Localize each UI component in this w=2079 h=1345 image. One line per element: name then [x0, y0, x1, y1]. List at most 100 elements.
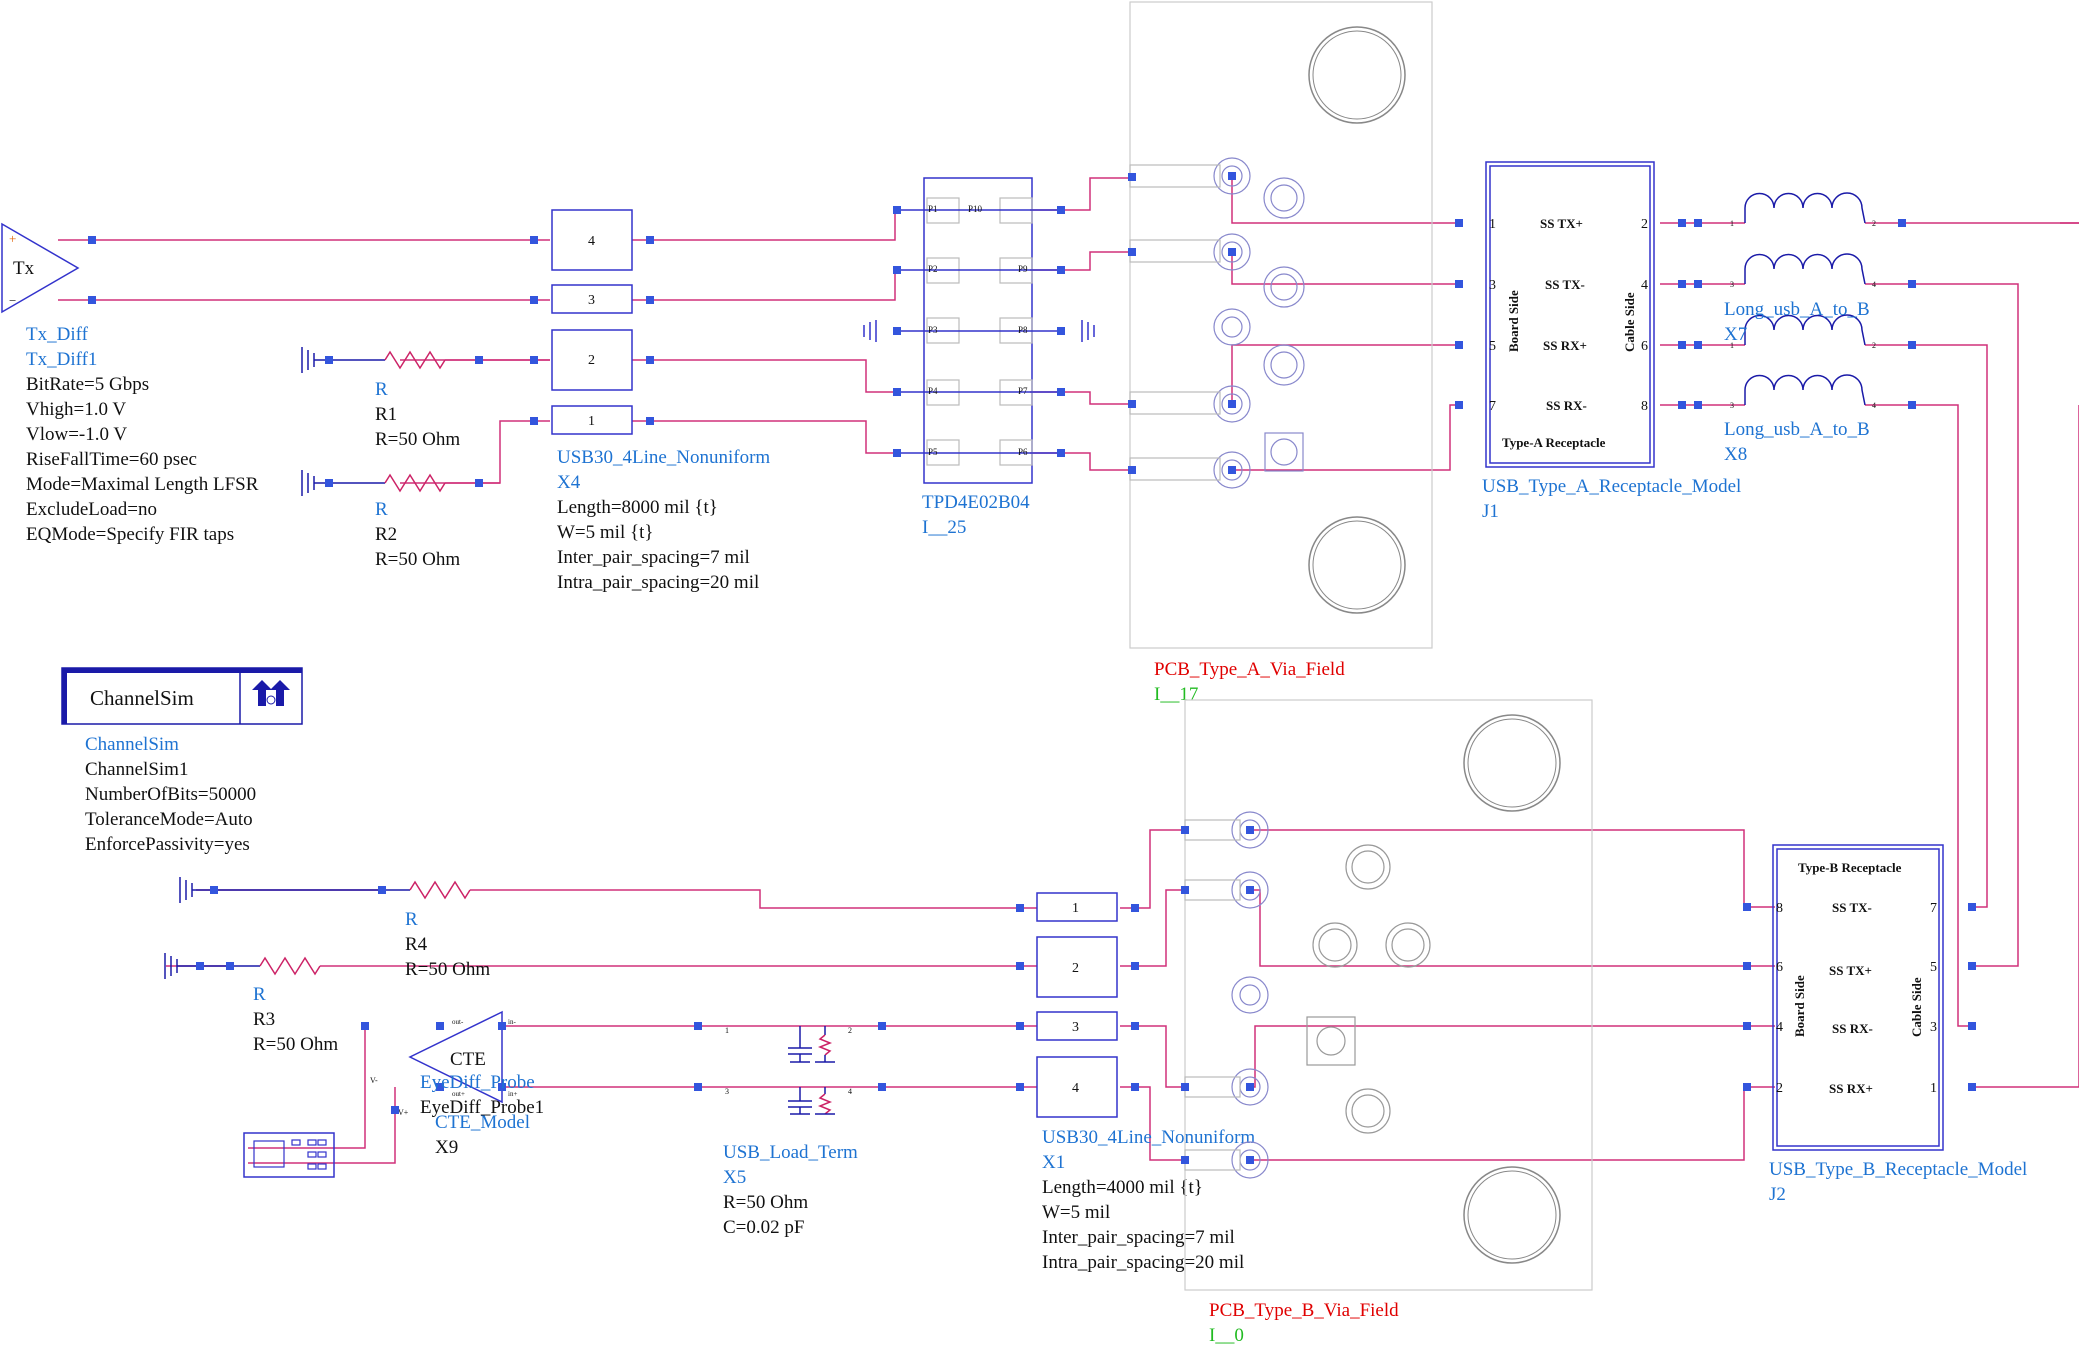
tpd-name: I__25: [922, 517, 966, 538]
r4-resistor[interactable]: [179, 877, 500, 903]
probe-labels: EyeDiff_Probe EyeDiff_Probe1 CTE_Model X…: [420, 1072, 544, 1158]
r2-name: R2: [375, 524, 397, 545]
x4-name: X4: [557, 472, 581, 493]
tpd-labels: TPD4E02B04 I__25: [922, 492, 1030, 538]
r4-name: R4: [405, 934, 428, 955]
x1-param-0: Length=4000 mil {t}: [1042, 1177, 1203, 1198]
x1-type: USB30_4Line_Nonuniform: [1042, 1127, 1255, 1148]
j2-pin-2: 2: [1776, 1081, 1783, 1096]
cable-x7[interactable]: 1 2 3 4: [1730, 192, 1916, 289]
r1-value: R=50 Ohm: [375, 429, 460, 450]
tx-param-4: Mode=Maximal Length LFSR: [26, 474, 259, 495]
x1-param-2: Inter_pair_spacing=7 mil: [1042, 1227, 1235, 1248]
j2-sig-txn: SS TX-: [1832, 900, 1872, 915]
cte-pin-inp: in+: [508, 1090, 517, 1098]
tx-labels: Tx_Diff Tx_Diff1 BitRate=5 Gbps Vhigh=1.…: [26, 324, 259, 545]
channelsim-controller[interactable]: ChannelSim: [61, 667, 303, 725]
x4-pin-1: 1: [588, 414, 595, 429]
x1-param-3: Intra_pair_spacing=20 mil: [1042, 1252, 1244, 1273]
tpd-type: TPD4E02B04: [922, 492, 1030, 513]
x4-pin-4: 4: [588, 234, 595, 249]
j1-receptacle[interactable]: 1 3 5 7 2 4 6 8 SS TX+ SS TX- SS RX+ SS …: [1455, 161, 1702, 468]
tpd-pin-p3: P3: [928, 325, 938, 335]
via-b-labels: PCB_Type_B_Via_Field I__0: [1209, 1300, 1399, 1345]
j1-name: J1: [1482, 501, 1499, 522]
load-pin-4: 4: [848, 1087, 852, 1096]
j2-name: J2: [1769, 1184, 1786, 1205]
x7-pin-1: 1: [1730, 219, 1734, 228]
x8-name: X8: [1724, 444, 1747, 465]
r1-type: R: [375, 379, 388, 400]
load-labels: USB_Load_Term X5 R=50 Ohm C=0.02 pF: [723, 1142, 858, 1238]
x1-pin-3: 3: [1072, 1020, 1079, 1035]
cte-model[interactable]: CTE out- in- out+ in+: [408, 1010, 517, 1104]
usb-load-term[interactable]: 1 2 3 4: [694, 1022, 886, 1115]
channelsim-param-2: EnforcePassivity=yes: [85, 834, 250, 855]
tpd-pin-p10: P10: [968, 204, 983, 214]
j1-pin-1: 1: [1489, 217, 1496, 232]
tx-source[interactable]: Tx + −: [1, 222, 96, 314]
x1-labels: USB30_4Line_Nonuniform X1 Length=4000 mi…: [1042, 1127, 1255, 1273]
r2-resistor[interactable]: [301, 470, 500, 496]
x7-pin-4: 4: [1872, 280, 1876, 289]
tx-param-5: ExcludeLoad=no: [26, 499, 157, 520]
j1-labels: USB_Type_A_Receptacle_Model J1: [1482, 476, 1741, 522]
x1-name: X1: [1042, 1152, 1065, 1173]
x7-type: Long_usb_A_to_B: [1724, 299, 1870, 320]
x4-line[interactable]: 4 3 2 1: [530, 209, 654, 435]
channelsim-param-0: NumberOfBits=50000: [85, 784, 256, 805]
channelsim-labels: ChannelSim ChannelSim1 NumberOfBits=5000…: [85, 734, 256, 855]
probe-pin-vp: V+: [398, 1108, 409, 1117]
x1-pin-4: 4: [1072, 1081, 1079, 1096]
x7-name: X7: [1724, 324, 1747, 345]
r1-name: R1: [375, 404, 397, 425]
j2-pin-5: 5: [1930, 960, 1937, 975]
load-param-0: R=50 Ohm: [723, 1192, 808, 1213]
r4-type: R: [405, 909, 418, 930]
r4-value: R=50 Ohm: [405, 959, 490, 980]
tpd-pin-p6: P6: [1018, 447, 1028, 457]
x4-labels: USB30_4Line_Nonuniform X4 Length=8000 mi…: [557, 447, 770, 593]
cable-x8[interactable]: 1 2 3 4: [1730, 314, 1916, 410]
x1-line[interactable]: 1 2 3 4: [1016, 892, 1139, 1118]
probe-name: EyeDiff_Probe1: [420, 1097, 544, 1118]
j2-sig-rxn: SS RX-: [1832, 1021, 1873, 1036]
j1-sig-txp: SS TX+: [1540, 216, 1583, 231]
load-pin-3: 3: [725, 1087, 729, 1096]
x7-pin-3: 3: [1730, 280, 1734, 289]
j1-pin-8: 8: [1641, 399, 1648, 414]
via-field-a[interactable]: [1128, 1, 1433, 649]
j2-pin-8: 8: [1776, 901, 1783, 916]
j1-pin-7: 7: [1489, 399, 1496, 414]
j1-pin-6: 6: [1641, 339, 1648, 354]
j1-type: USB_Type_A_Receptacle_Model: [1482, 476, 1741, 497]
j2-receptacle[interactable]: 8 6 4 2 7 5 3 1 Type-B Receptacle SS TX-…: [1743, 844, 1976, 1151]
r3-resistor[interactable]: [164, 953, 350, 979]
via-a-type: PCB_Type_A_Via_Field: [1154, 659, 1345, 680]
r2-type: R: [375, 499, 388, 520]
svg-text:−: −: [9, 293, 16, 308]
tpd-device[interactable]: P1 P2 P3 P4 P5 P10 P9 P8 P7 P6: [863, 177, 1095, 484]
channelsim-box-label: ChannelSim: [90, 686, 194, 710]
j2-type: USB_Type_B_Receptacle_Model: [1769, 1159, 2027, 1180]
tpd-pin-p4: P4: [928, 386, 938, 396]
j2-pin-7: 7: [1930, 901, 1937, 916]
tx-param-1: Vhigh=1.0 V: [26, 399, 126, 420]
via-field-b[interactable]: [1181, 699, 1593, 1291]
tx-param-3: RiseFallTime=60 psec: [26, 449, 197, 470]
channelsim-type: ChannelSim: [85, 734, 179, 755]
j2-cable-side: Cable Side: [1909, 977, 1924, 1037]
x1-pin-1: 1: [1072, 901, 1079, 916]
j2-board-side: Board Side: [1792, 975, 1807, 1037]
j2-pin-1: 1: [1930, 1081, 1937, 1096]
r3-type: R: [253, 984, 266, 1005]
tpd-pin-p9: P9: [1018, 264, 1028, 274]
j2-title: Type-B Receptacle: [1798, 860, 1902, 875]
via-a-name: I__17: [1154, 684, 1198, 705]
x8-pin-4: 4: [1872, 401, 1876, 410]
j1-title: Type-A Receptacle: [1502, 435, 1606, 450]
channelsim-logo-icon: [252, 680, 290, 706]
eye-probe[interactable]: V- V+: [243, 1022, 409, 1178]
j1-sig-rxn: SS RX-: [1546, 398, 1587, 413]
